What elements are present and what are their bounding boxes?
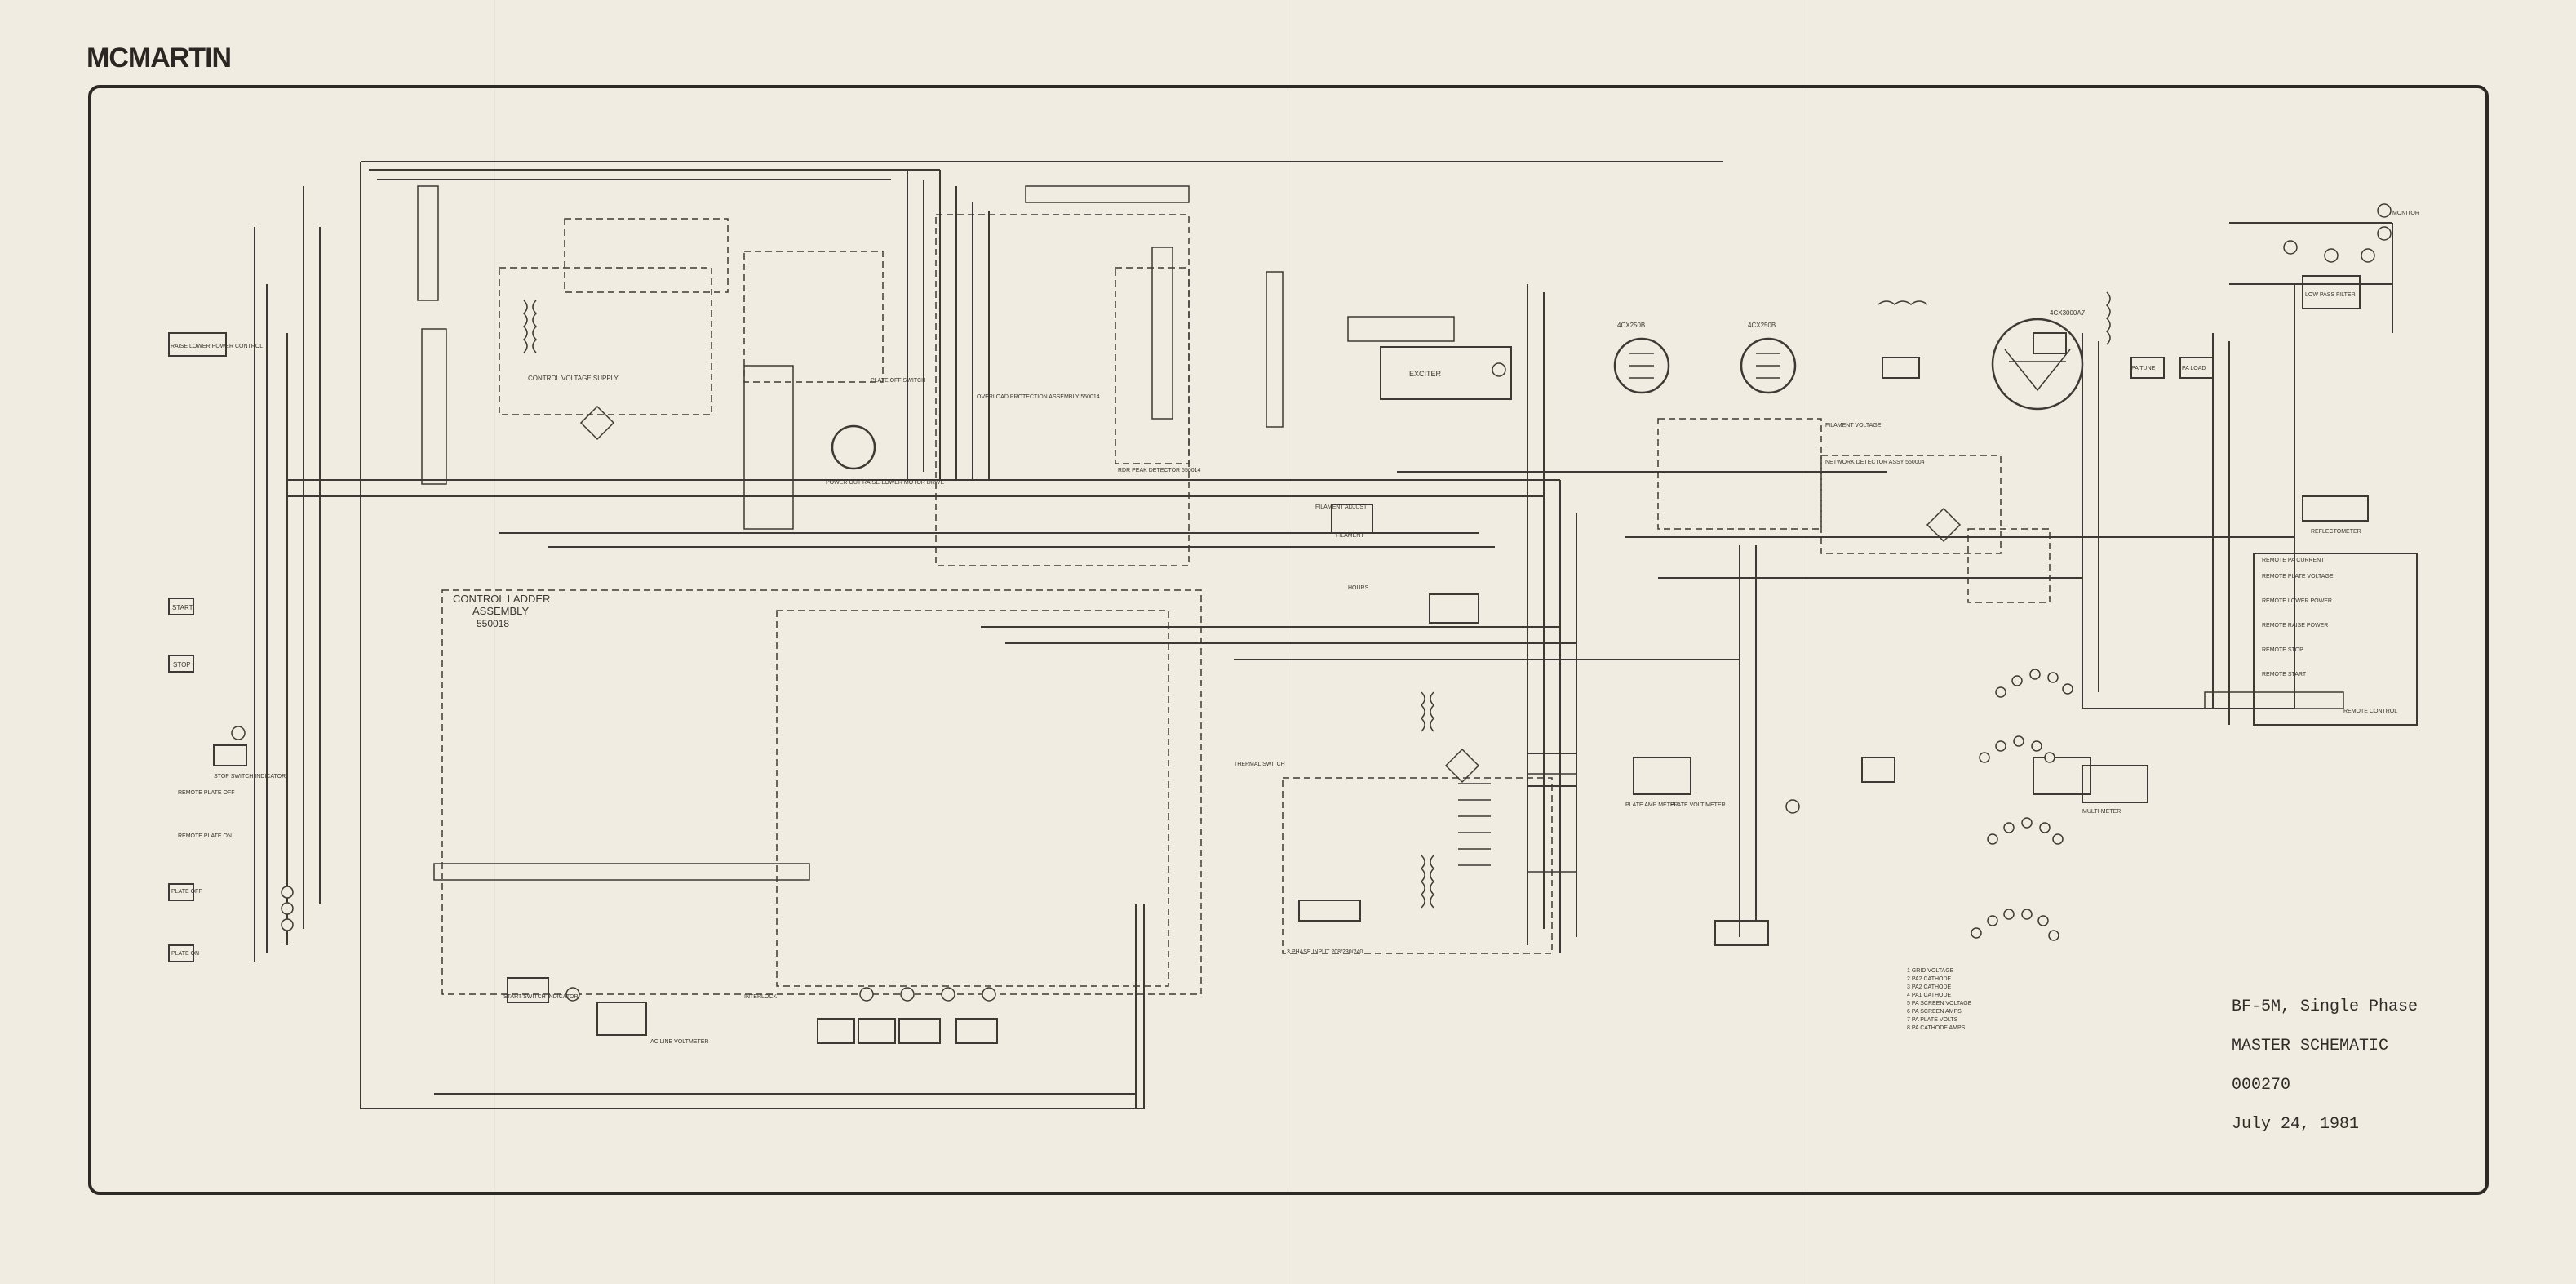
low-pass-filter-label: LOW PASS FILTER — [2305, 292, 2356, 298]
stop-switch-indicator-label: STOP SWITCH INDICATOR — [214, 774, 286, 780]
switch-legend: 1 GRID VOLTAGE 2 PA2 CATHODE 3 PA2 CATHO… — [1907, 968, 1972, 1031]
fold-crease-left — [494, 0, 496, 1284]
stop-label: STOP — [173, 661, 191, 669]
plate-voltmeter-label: PLATE VOLT METER — [1670, 802, 1726, 808]
fold-crease-right — [1802, 0, 1803, 1284]
exciter-label: EXCITER — [1409, 370, 1442, 378]
remote-control-label: REMOTE CONTROL — [2343, 709, 2397, 714]
multimeter-label: MULTI-METER — [2082, 809, 2121, 815]
remote-plate-voltage-label: REMOTE PLATE VOLTAGE — [2262, 574, 2334, 580]
remote-plate-off-label: REMOTE PLATE OFF — [178, 790, 235, 796]
ac-line-voltmeter-label: AC LINE VOLTMETER — [650, 1039, 708, 1045]
model-name: BF-5M, Single Phase — [2232, 997, 2419, 1016]
schematic-border — [88, 85, 2489, 1195]
start-label: START — [172, 604, 193, 611]
pa-tune-label: PA TUNE — [2131, 366, 2156, 371]
remote-raise-power-label: REMOTE RAISE POWER — [2262, 623, 2328, 629]
remote-start-label: REMOTE START — [2262, 672, 2307, 678]
switch-legend-item: 4 PA1 CATHODE — [1907, 993, 1952, 998]
pa-load-label: PA LOAD — [2182, 366, 2206, 371]
control-ladder-label: CONTROL LADDER — [453, 593, 550, 605]
plate-off-switch-label: PLATE OFF SWITCH — [871, 378, 925, 384]
filament-label: FILAMENT — [1336, 533, 1364, 539]
reflectometer-label: REFLECTOMETER — [2311, 529, 2361, 535]
hours-label: HOURS — [1348, 585, 1369, 591]
switch-legend-item: 7 PA PLATE VOLTS — [1907, 1017, 1958, 1023]
switch-legend-item: 8 PA CATHODE AMPS — [1907, 1025, 1966, 1031]
plate-ammeter-label: PLATE AMP METER — [1625, 802, 1678, 808]
power-out-motor-label: POWER OUT RAISE-LOWER MOTOR DRIVE — [826, 480, 945, 486]
three-phase-input-label: 3 PHASE INPUT 208/230/240 — [1287, 949, 1363, 955]
monitor-label: MONITOR — [2392, 211, 2419, 216]
switch-legend-item: 6 PA SCREEN AMPS — [1907, 1009, 1962, 1015]
interlock-label: INTERLOCK — [744, 994, 777, 1000]
remote-plate-on-label: REMOTE PLATE ON — [178, 833, 232, 839]
remote-plate-current-label: REMOTE PA CURRENT — [2262, 558, 2325, 563]
network-detector-label: NETWORK DETECTOR ASSY 550004 — [1825, 460, 1925, 465]
tube-v1-label: 4CX250B — [1617, 322, 1645, 329]
switch-legend-item: 5 PA SCREEN VOLTAGE — [1907, 1001, 1972, 1006]
schematic-diagram: CONTROL LADDER ASSEMBLY 550018 START STO… — [168, 161, 2419, 1109]
brand-logo: MCMARTIN — [86, 42, 232, 73]
drawing-number: 000270 — [2232, 1076, 2291, 1095]
fold-crease-center — [1288, 0, 1289, 1284]
tube-pa-label: 4CX3000A7 — [2050, 309, 2086, 317]
plate-on-label: PLATE ON — [171, 951, 199, 957]
remote-lower-power-label: REMOTE LOWER POWER — [2262, 598, 2332, 604]
raise-lower-label: RAISE LOWER POWER CONTROL — [171, 344, 263, 349]
control-ladder-part-label: 550018 — [477, 618, 509, 629]
filament-voltage-label: FILAMENT VOLTAGE — [1825, 423, 1882, 429]
start-switch-indicator-label: START SWITCH INDICATOR — [503, 994, 579, 1000]
sheet-title: MASTER SCHEMATIC — [2232, 1037, 2389, 1055]
thermal-switch-label: THERMAL SWITCH — [1234, 762, 1285, 767]
remote-stop-label: REMOTE STOP — [2262, 647, 2303, 653]
control-voltage-label: CONTROL VOLTAGE SUPPLY — [528, 375, 619, 382]
tube-v2-label: 4CX250B — [1748, 322, 1776, 329]
switch-legend-item: 3 PA2 CATHODE — [1907, 984, 1952, 990]
plate-off-label: PLATE OFF — [171, 889, 202, 895]
rdr-peak-detector-label: RDR PEAK DETECTOR 550014 — [1118, 468, 1201, 473]
overload-protection-label: OVERLOAD PROTECTION ASSEMBLY 550014 — [977, 394, 1100, 400]
title-block: BF-5M, Single Phase MASTER SCHEMATIC 000… — [2232, 988, 2418, 1144]
filament-adjust-label: FILAMENT ADJUST — [1315, 504, 1368, 510]
control-ladder-sub-label: ASSEMBLY — [472, 605, 529, 617]
switch-legend-item: 1 GRID VOLTAGE — [1907, 968, 1954, 974]
drawing-date: July 24, 1981 — [2232, 1115, 2360, 1134]
switch-legend-item: 2 PA2 CATHODE — [1907, 976, 1952, 982]
